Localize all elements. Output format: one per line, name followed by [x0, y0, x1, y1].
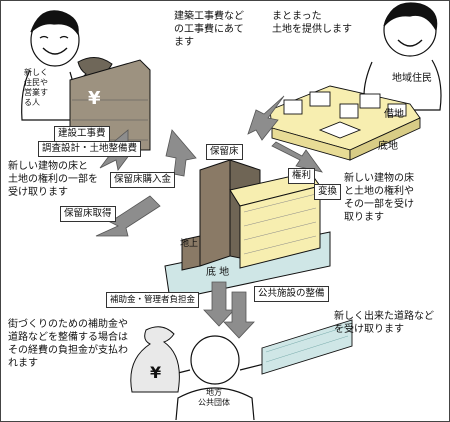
redevelopment-building — [164, 159, 331, 301]
rights-conversion-a: 権利 — [288, 168, 316, 184]
land-lease-label: 借地 — [384, 109, 404, 120]
new-road — [261, 319, 353, 375]
reserved-floor-label: 保留床 — [206, 144, 243, 160]
local-government-label: 地方 公共団体 — [198, 388, 230, 407]
money-bag-bottom-icon — [130, 326, 180, 393]
local-residents-label: 地域住民 — [392, 73, 432, 84]
above-ground-label: 地上 — [180, 239, 199, 249]
arrow-floor-acquire — [95, 195, 161, 237]
rights-right-text: 新しい建物の床 と土地の権利や その一部を受け 取ります — [344, 173, 414, 223]
public-facility-label: 公共施設の整備 — [254, 286, 329, 302]
land-floor-label: 底 地 — [206, 267, 230, 278]
provide-land-text: まとまった 土地を提供します — [272, 11, 352, 35]
arrow-land-provide — [247, 95, 285, 141]
construction-work-label: 建設工事費 — [54, 126, 110, 142]
flow-arrows — [95, 95, 323, 339]
subsidy-label: 補助金・管理者負担金 — [106, 292, 200, 308]
new-resident-figure — [21, 10, 80, 121]
yen-symbol-bottom: ¥ — [150, 363, 162, 382]
subsidy-description: 街づくりのための補助金や 道路などを整備する場合は その経費の負担金が支払わ れ… — [8, 319, 128, 369]
land-bottom-label: 底地 — [378, 141, 398, 152]
survey-design-label: 調査設計・土地整備費 — [38, 141, 142, 157]
new-road-text: 新しく出来た道路など を受け取ります — [334, 311, 434, 335]
land-owner-figure — [363, 2, 442, 111]
yen-symbol-top: ¥ — [88, 88, 101, 109]
arrow-rights-right — [271, 141, 323, 173]
rights-conversion-b: 変換 — [314, 184, 342, 200]
arrow-public-facility-down — [223, 291, 255, 339]
rights-left-text: 新しい建物の床と 土地の権利の一部を 受け取ります — [8, 161, 98, 198]
construction-cost-text: 建築工事費など の工事費にあて ます — [174, 11, 244, 48]
reserved-floor-purchase-label: 保留床購入金 — [110, 172, 176, 188]
new-residents-badge: 新しく 住民や 営業す る人 — [24, 68, 48, 107]
arrow-subsidy-up — [203, 281, 235, 327]
reserved-floor-acquire-label: 保留床取得 — [60, 206, 116, 222]
arrow-construction-cost — [165, 129, 197, 177]
